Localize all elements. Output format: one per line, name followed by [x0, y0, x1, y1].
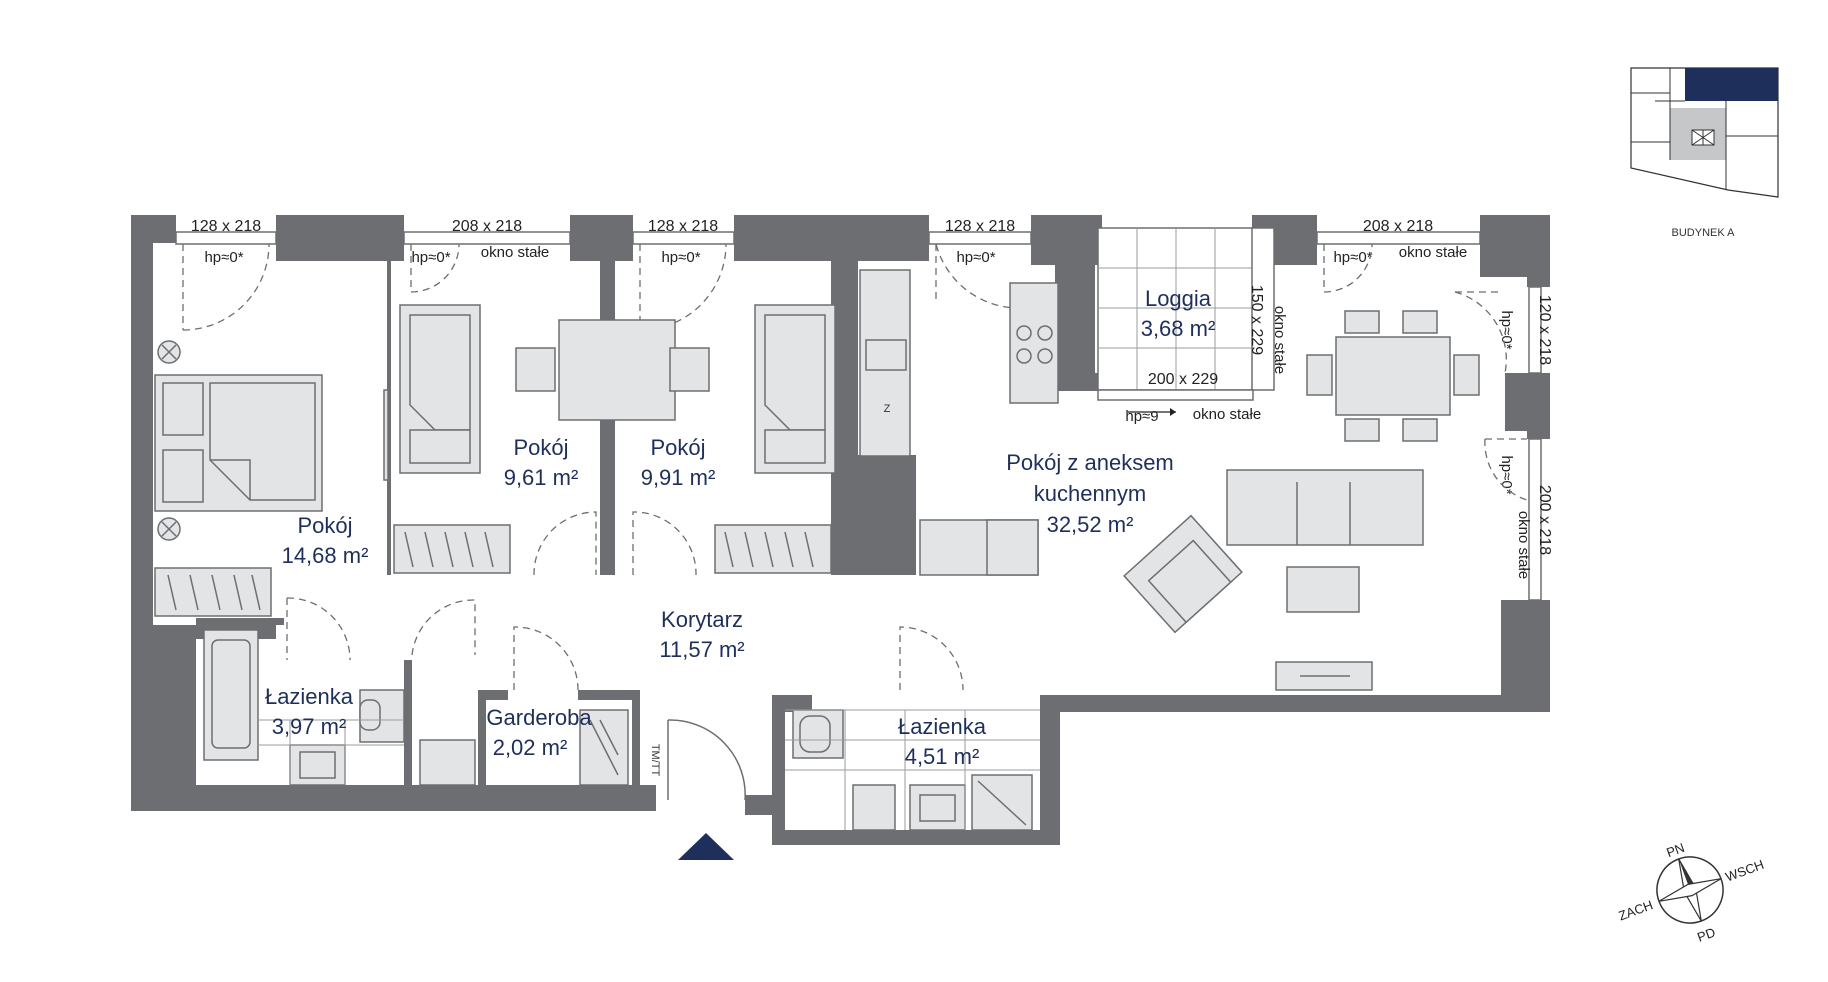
window-dim-1: 128 x 218 [191, 218, 261, 235]
window-dim-3: 128 x 218 [648, 218, 718, 235]
sill-height-loggia: hp≈9 [1125, 408, 1158, 425]
sill-height-3: hp≈0* [661, 249, 700, 266]
loggia-floor [1097, 227, 1275, 401]
room-area-lazienka-1: 3,97 m² [272, 714, 347, 739]
room-area-lazienka-2: 4,51 m² [905, 744, 980, 769]
window-dim-6: 120 x 218 [1536, 295, 1553, 365]
fixed-window-note-3: okno stałe [1515, 511, 1532, 579]
room-label-lazienka-2: Łazienka [898, 714, 987, 739]
room-area-pokoj-3: 9,91 m² [641, 465, 716, 490]
entrance-marker [678, 833, 734, 860]
room-label-korytarz: Korytarz [661, 607, 743, 632]
sill-height-4: hp≈0* [956, 249, 995, 266]
walls [131, 215, 1550, 845]
room-label-garderoba: Garderoba [486, 705, 592, 730]
sill-height-2: hp≈0* [411, 249, 450, 266]
room-area-salon: 32,52 m² [1047, 512, 1134, 537]
fixed-window-note-1: okno stałe [481, 244, 549, 261]
compass-west: ZACH [1616, 897, 1654, 923]
fixed-window-note-2: okno stałe [1399, 244, 1467, 261]
window-dim-7: 200 x 218 [1536, 485, 1553, 555]
room-label-salon-2: kuchennym [1034, 481, 1147, 506]
window-dim-2: 208 x 218 [452, 218, 522, 235]
compass-south: PD [1695, 924, 1717, 944]
kitchen-mark: Z [884, 403, 891, 415]
room-label-pokoj-2: Pokój [513, 435, 568, 460]
room-area-korytarz: 11,57 m² [659, 637, 744, 662]
sill-height-5: hp≈0* [1333, 249, 1372, 266]
room-area-pokoj-2: 9,61 m² [504, 465, 579, 490]
windows [175, 231, 1542, 601]
room-label-salon-1: Pokój z aneksem [1006, 450, 1174, 475]
door-type-label: TM/TT [649, 744, 661, 777]
room-area-garderoba: 2,02 m² [493, 735, 568, 760]
fixed-window-note-loggia-side: okno stałe [1271, 306, 1288, 374]
room-label-loggia: Loggia [1145, 286, 1212, 311]
sill-height-7: hp≈0* [1498, 455, 1515, 494]
room-label-pokoj-1: Pokój [297, 513, 352, 538]
compass-east: WSCH [1723, 857, 1765, 885]
window-dim-5: 208 x 218 [1363, 218, 1433, 235]
fixed-window-note-loggia: okno stałe [1193, 406, 1261, 423]
window-dim-4: 128 x 218 [945, 218, 1015, 235]
sill-height-6: hp≈0* [1498, 310, 1515, 349]
loggia-side-dim: 150 x 229 [1248, 285, 1265, 355]
room-label-lazienka-1: Łazienka [265, 684, 354, 709]
furniture [154, 269, 1480, 831]
compass-rose: PN PD WSCH ZACH [1616, 840, 1765, 945]
key-plan-label: BUDYNEK A [1672, 227, 1736, 239]
compass-north: PN [1664, 840, 1686, 860]
loggia-bottom-dim: 200 x 229 [1148, 371, 1218, 388]
key-plan [1630, 67, 1779, 198]
sill-height-1: hp≈0* [204, 249, 243, 266]
room-area-pokoj-1: 14,68 m² [282, 543, 369, 568]
room-label-pokoj-3: Pokój [650, 435, 705, 460]
room-area-loggia: 3,68 m² [1141, 316, 1216, 341]
